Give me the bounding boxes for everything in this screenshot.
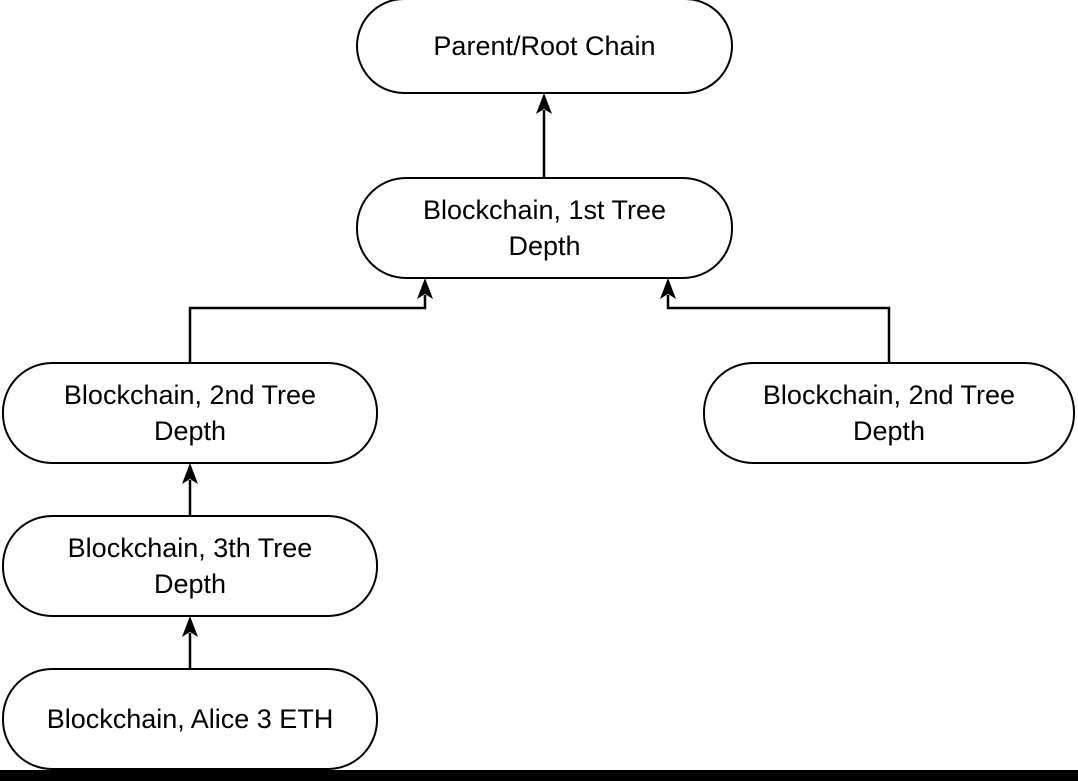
node-3th-tree-depth: Blockchain, 3th Tree Depth <box>2 515 378 617</box>
bottom-border-bar <box>0 770 1078 781</box>
edge-depth2-left-to-depth1 <box>188 278 433 362</box>
node-parent-root-chain: Parent/Root Chain <box>356 0 733 94</box>
edge-leaf-to-depth3 <box>182 616 198 668</box>
node-1st-tree-depth: Blockchain, 1st Tree Depth <box>356 177 733 279</box>
node-alice-3-eth: Blockchain, Alice 3 ETH <box>2 668 378 770</box>
node-label: Blockchain, 2nd Tree Depth <box>63 380 317 446</box>
edge-depth1-to-root <box>536 93 552 177</box>
node-label: Blockchain, 3th Tree Depth <box>67 533 313 599</box>
node-2nd-tree-depth-left: Blockchain, 2nd Tree Depth <box>2 362 378 464</box>
node-label: Blockchain, 1st Tree Depth <box>422 195 667 261</box>
edge-depth2-right-to-depth1 <box>660 278 891 362</box>
node-label: Blockchain, 2nd Tree Depth <box>762 380 1016 446</box>
node-label: Parent/Root Chain <box>433 31 656 61</box>
node-label: Blockchain, Alice 3 ETH <box>46 704 334 734</box>
edge-depth3-to-depth2-left <box>182 463 198 515</box>
node-2nd-tree-depth-right: Blockchain, 2nd Tree Depth <box>703 362 1075 464</box>
